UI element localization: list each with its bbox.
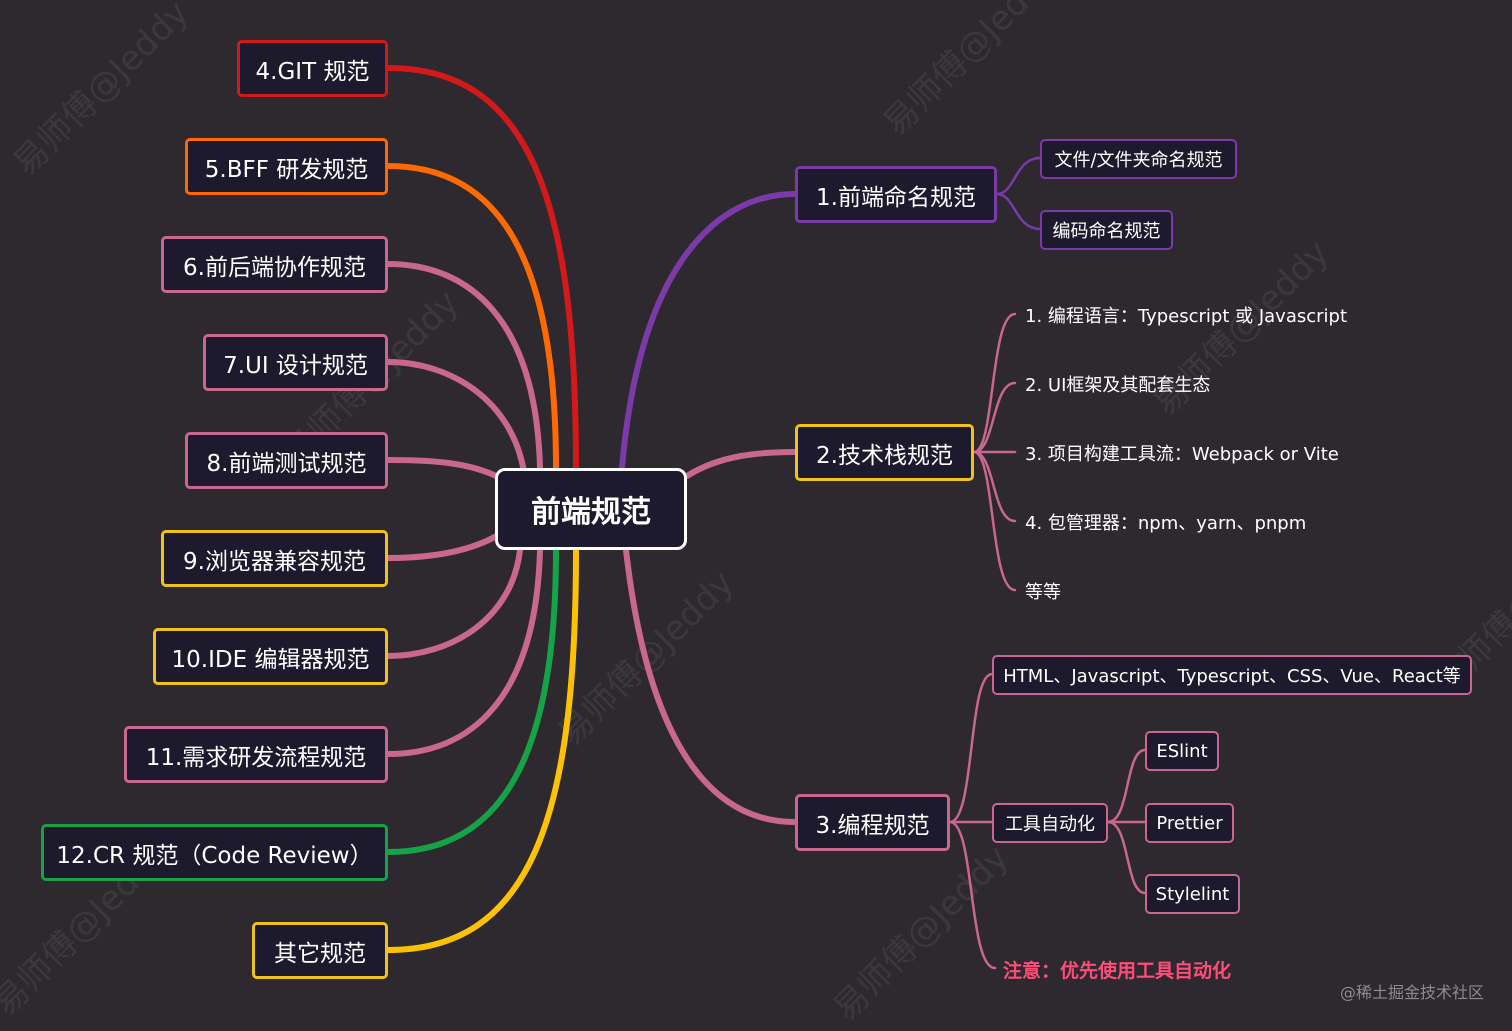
tech-item-language: 1. 编程语言：Typescript 或 Javascript bbox=[1025, 306, 1348, 327]
node-coding[interactable]: 3.编程规范 bbox=[795, 794, 950, 851]
node-git[interactable]: 4.GIT 规范 bbox=[237, 40, 388, 97]
node-tech-stack[interactable]: 2.技术栈规范 bbox=[795, 424, 974, 481]
node-coding-languages[interactable]: HTML、Javascript、Typescript、CSS、Vue、React… bbox=[992, 655, 1472, 695]
edge-git bbox=[385, 65, 579, 471]
edge-tech-5 bbox=[972, 450, 1017, 592]
edge-tech-2 bbox=[972, 381, 1017, 454]
node-requirements[interactable]: 11.需求研发流程规范 bbox=[124, 726, 388, 783]
edge-tech-4 bbox=[972, 450, 1017, 523]
node-testing[interactable]: 8.前端测试规范 bbox=[185, 432, 388, 489]
node-naming-code[interactable]: 编码命名规范 bbox=[1040, 210, 1173, 250]
tech-item-etc: 等等 bbox=[1025, 582, 1061, 603]
node-ui-design[interactable]: 7.UI 设计规范 bbox=[203, 334, 388, 391]
node-naming[interactable]: 1.前端命名规范 bbox=[795, 166, 997, 223]
node-eslint[interactable]: ESlint bbox=[1145, 731, 1219, 771]
edge-stylelint bbox=[1106, 820, 1147, 895]
edge-tech bbox=[684, 449, 798, 479]
node-browser[interactable]: 9.浏览器兼容规范 bbox=[161, 530, 388, 587]
node-prettier[interactable]: Prettier bbox=[1145, 803, 1234, 843]
edge-ide bbox=[385, 547, 523, 659]
node-naming-files[interactable]: 文件/文件夹命名规范 bbox=[1040, 139, 1237, 179]
edge-test bbox=[385, 457, 503, 481]
footer-credit: @稀土掘金技术社区 bbox=[1339, 983, 1484, 1002]
edge-other bbox=[385, 547, 579, 953]
edge-bff bbox=[385, 163, 559, 471]
root-node[interactable]: 前端规范 bbox=[495, 468, 687, 550]
edge-coding-languages bbox=[948, 672, 994, 824]
edge-eslint bbox=[1106, 748, 1147, 824]
node-stylelint[interactable]: Stylelint bbox=[1145, 874, 1240, 914]
edge-req bbox=[385, 547, 543, 757]
note-tool-automation: 注意：优先使用工具自动化 bbox=[1003, 960, 1232, 982]
node-bff[interactable]: 5.BFF 研发规范 bbox=[185, 138, 388, 195]
node-tool-automation[interactable]: 工具自动化 bbox=[992, 803, 1108, 843]
edge-naming bbox=[619, 191, 798, 471]
edge-collab bbox=[385, 261, 543, 471]
node-collab[interactable]: 6.前后端协作规范 bbox=[161, 236, 388, 293]
edge-browser bbox=[385, 531, 503, 561]
tech-item-build-tool: 3. 项目构建工具流：Webpack or Vite bbox=[1025, 444, 1339, 465]
node-ide[interactable]: 10.IDE 编辑器规范 bbox=[153, 628, 388, 685]
tech-item-ui-framework: 2. UI框架及其配套生态 bbox=[1025, 375, 1211, 396]
edge-coding-note bbox=[948, 820, 997, 970]
edge-cr bbox=[385, 547, 559, 855]
node-code-review[interactable]: 12.CR 规范（Code Review） bbox=[41, 824, 388, 881]
edge-ui bbox=[385, 359, 527, 475]
edge-naming-file bbox=[995, 156, 1042, 196]
tech-item-package-manager: 4. 包管理器：npm、yarn、pnpm bbox=[1025, 513, 1307, 534]
edge-tech-1 bbox=[972, 312, 1017, 454]
node-other[interactable]: 其它规范 bbox=[252, 922, 388, 979]
edge-coding bbox=[623, 547, 798, 825]
edge-naming-code bbox=[995, 192, 1042, 231]
